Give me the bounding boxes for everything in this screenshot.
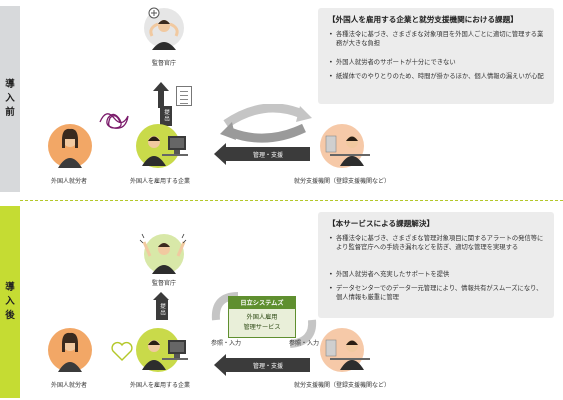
after-support-label: 就労支援機関（登録支援機関など） [293, 382, 390, 389]
after-char-1: 導 [5, 282, 15, 293]
before-company-label: 外国人を雇用する企業 [129, 178, 190, 185]
submit-up-arrow-icon [153, 82, 169, 108]
support-staff-pc-icon [325, 135, 370, 166]
after-access-right-label: 参照・入力 [288, 340, 319, 347]
before-manage-support-label: 管理・支援 [252, 151, 283, 159]
supervisor-happy-icon [139, 233, 187, 274]
after-bullet-1: 各種法令に基づき、さまざまな管理対象項目に関するアラートの発信等により監督官庁へ… [329, 234, 548, 252]
after-bullet-2: 外国人就労者へ充実したサポートを提供 [329, 270, 548, 279]
tangled-scribble-icon [99, 113, 129, 129]
before-panel-title: 【外国人を雇用する企業と就労支援機関における課題】 [328, 15, 518, 24]
after-solution-panel: 【本サービスによる課題解決】 各種法令に基づき、さまざまな管理対象項目に関するア… [318, 212, 554, 318]
before-bullet-2: 外国人就労者のサポートが十分にできない [329, 58, 548, 67]
before-worker-label: 外国人就労者 [50, 178, 87, 185]
before-issues-panel: 【外国人を雇用する企業と就労支援機関における課題】 各種法令に基づき、さまざまな… [318, 8, 554, 104]
after-supervisor-label: 監督官庁 [151, 280, 176, 287]
after-worker-label: 外国人就労者 [50, 382, 87, 389]
after-submit-label: 提出 [156, 300, 168, 320]
before-cycle-arrows-icon [220, 104, 312, 143]
after-access-left-label: 参照・入力 [210, 340, 241, 347]
office-worker-pc-icon [142, 136, 188, 166]
before-bullet-1: 各種法令に基づき、さまざまな対象項目を外国人ごとに適切に管理する業務が大きな負担 [329, 30, 548, 48]
section-before-label: 導 入 前 [0, 6, 20, 192]
before-char-1: 導 [5, 79, 15, 90]
before-manage-support-arrow: 管理・支援 [214, 143, 310, 165]
service-name-box: 外国人雇用 管理サービス [228, 308, 296, 338]
after-manage-support-label: 管理・支援 [252, 362, 283, 370]
after-company-label: 外国人を雇用する企業 [129, 382, 190, 389]
before-bullet-3: 紙媒体でのやりとりのため、時間が掛かるほか、個人情報の漏えいが心配 [329, 72, 548, 81]
after-char-3: 後 [5, 310, 15, 321]
after-female-worker-icon [58, 332, 82, 372]
before-submit-label: 提出 [160, 106, 172, 126]
service-vendor-label: 日立システムズ [228, 296, 296, 308]
after-bullet-3: データセンターでのデータ一元管理により、情報共有がスムーズになり、個人情報も厳重… [329, 284, 548, 302]
after-manage-support-arrow: 管理・支援 [214, 354, 310, 376]
supervisor-stressed-icon [144, 7, 184, 50]
after-office-worker-pc-icon [142, 340, 188, 370]
after-support-staff-pc-icon [325, 339, 370, 370]
section-after-label: 導 入 後 [0, 206, 20, 398]
document-icon [176, 86, 192, 106]
female-worker-icon [58, 128, 82, 168]
after-char-2: 入 [5, 296, 15, 307]
after-panel-title: 【本サービスによる課題解決】 [328, 219, 435, 228]
before-supervisor-label: 監督官庁 [151, 60, 176, 67]
before-support-label: 就労支援機関（登録支援機関など） [293, 178, 390, 185]
heart-icon [111, 341, 133, 361]
before-char-3: 前 [5, 107, 15, 118]
service-name-line2: 管理サービス [243, 324, 281, 331]
before-char-2: 入 [5, 93, 15, 104]
service-name-line1: 外国人雇用 [246, 314, 278, 321]
section-divider [20, 200, 563, 201]
